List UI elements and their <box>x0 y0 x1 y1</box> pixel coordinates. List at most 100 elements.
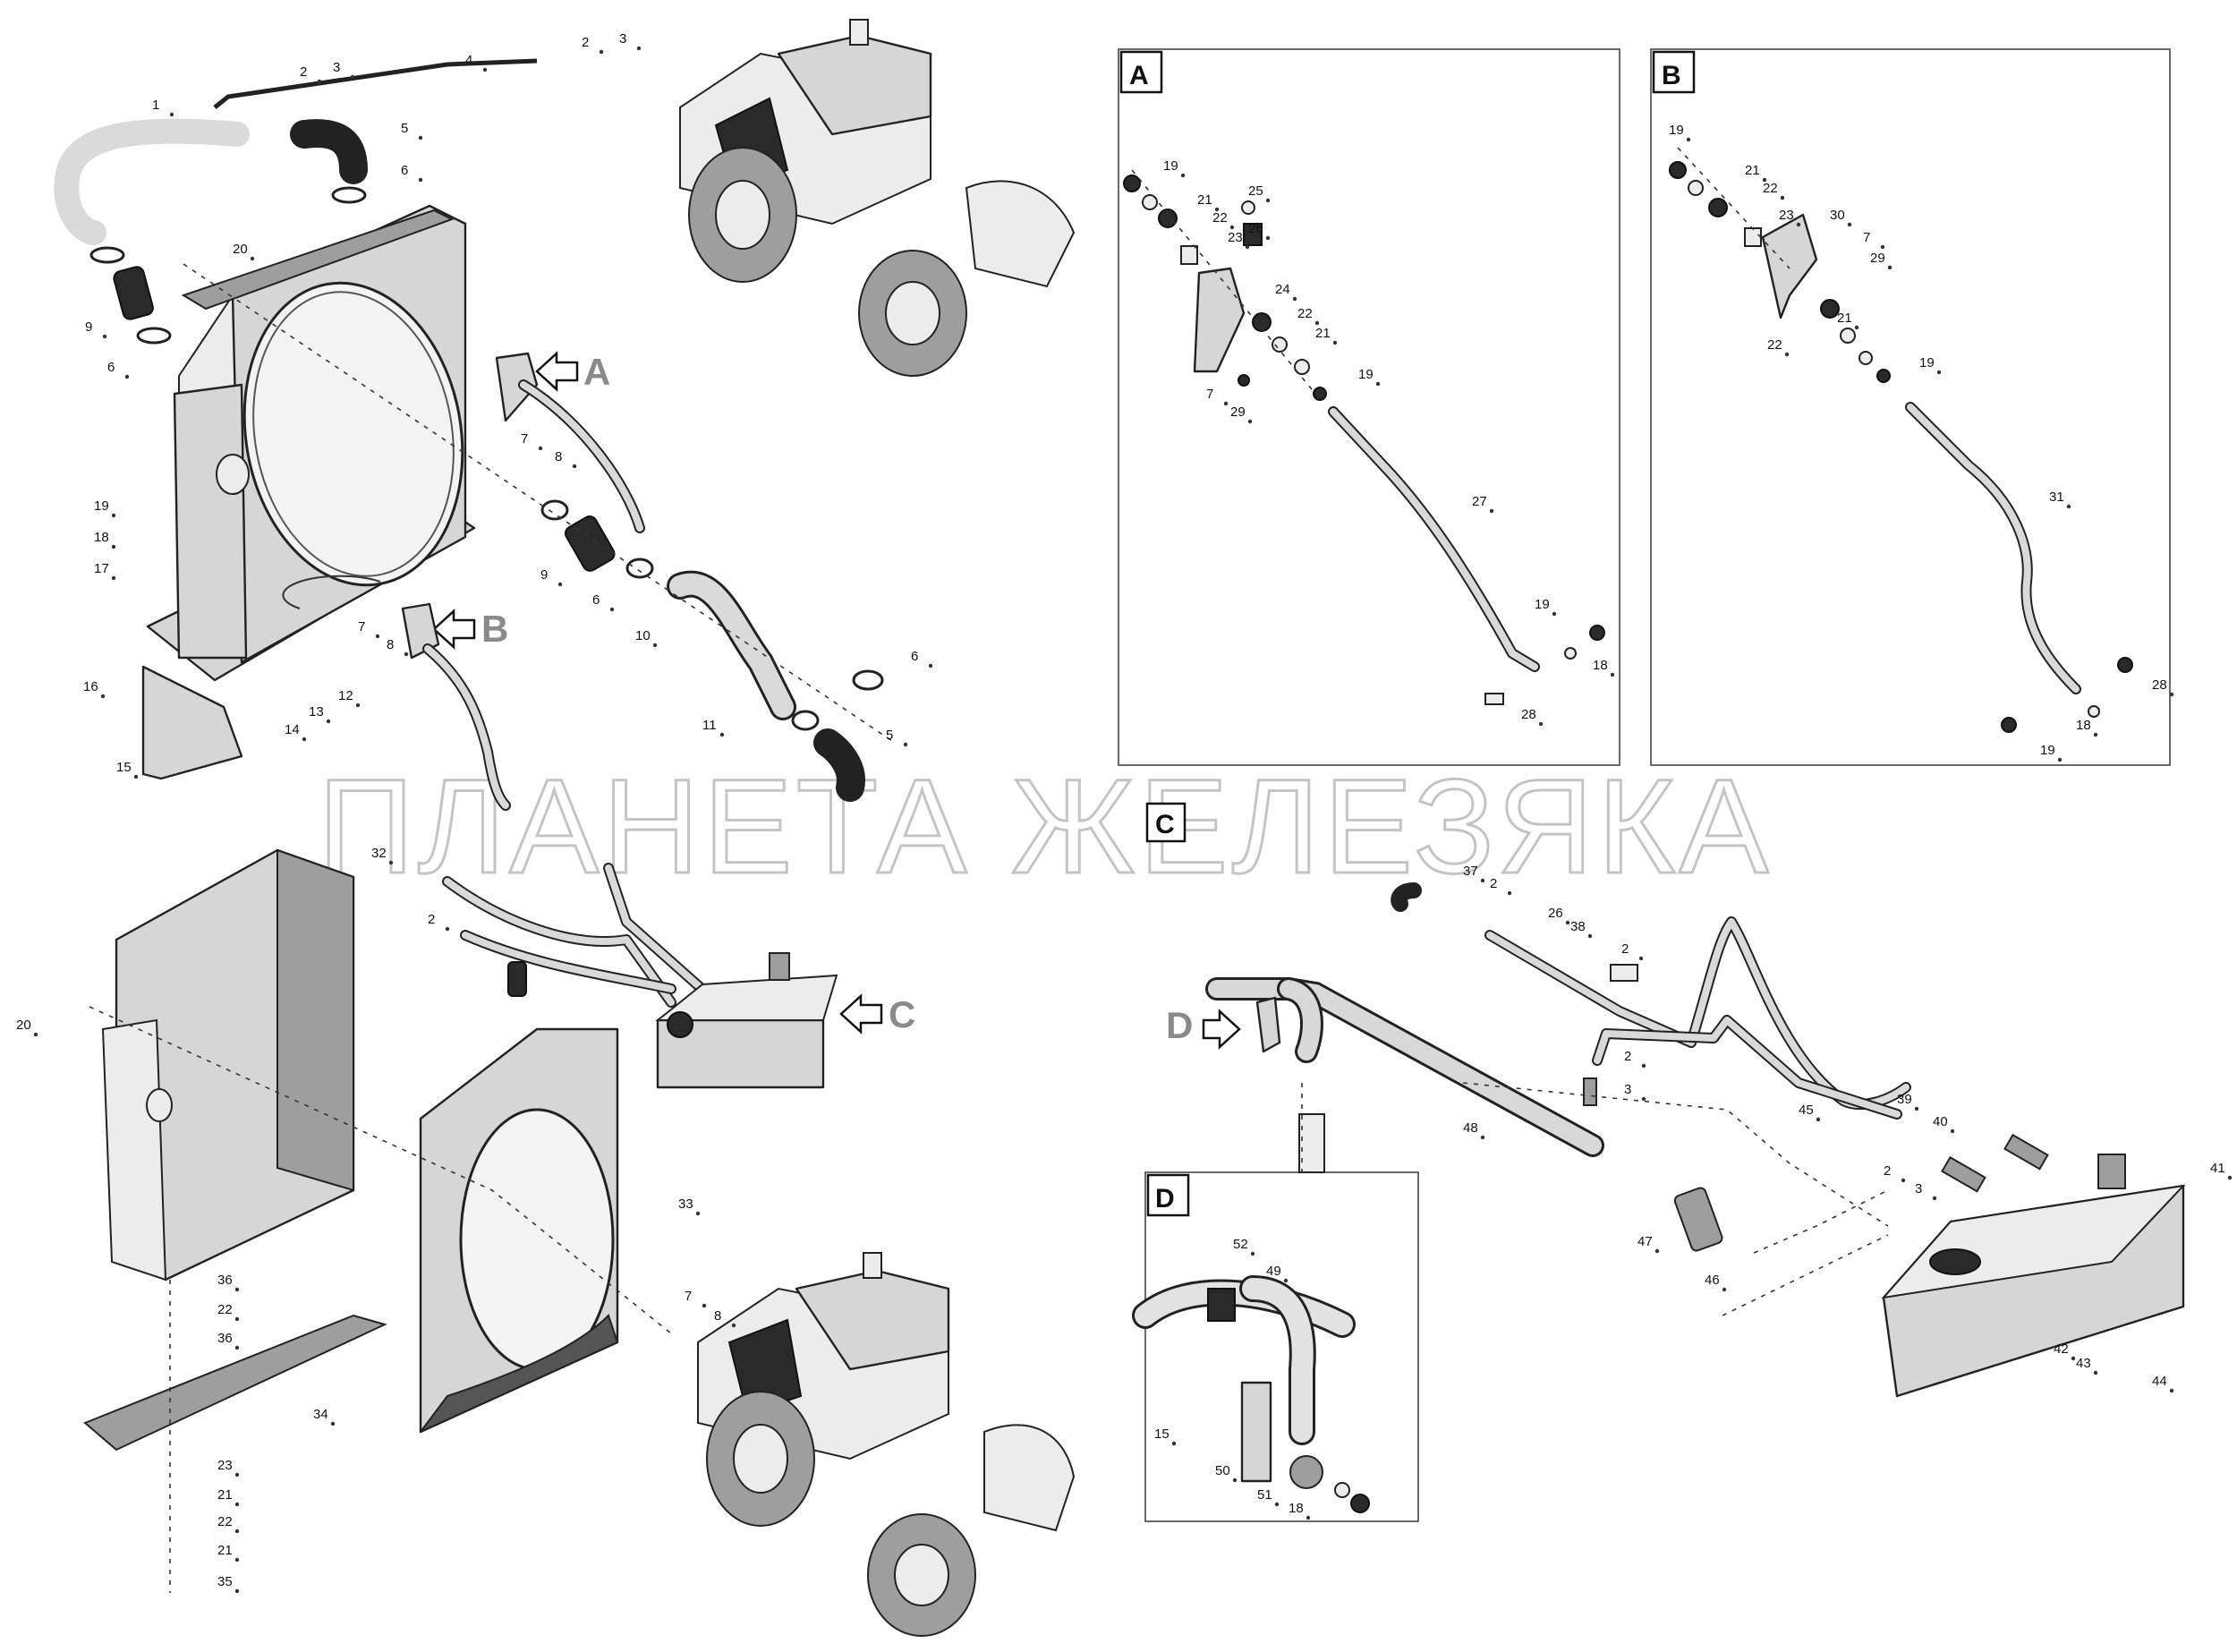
callout-main-lower-10: 23 <box>217 1458 233 1473</box>
callout-dot-main-upper-19 <box>111 513 116 518</box>
callout-dot-main-upper-17 <box>719 732 725 737</box>
detail-label-b: B <box>1652 50 1696 94</box>
callout-main-upper-17: 11 <box>702 718 717 733</box>
callout-main-upper-23: 8 <box>387 637 394 652</box>
callout-dot-main-upper-8 <box>102 334 107 339</box>
callout-dot-detail-a-7 <box>1314 320 1320 326</box>
callout-dot-line-c-2 <box>1565 920 1570 925</box>
callout-dot-main-lower-14 <box>234 1588 240 1594</box>
bracket-b-tube <box>401 602 511 811</box>
callout-dot-main-upper-20 <box>111 544 116 549</box>
callout-detail-a-0: 19 <box>1163 158 1178 174</box>
callout-dot-detail-a-3 <box>1245 244 1250 250</box>
callout-main-upper-18: 5 <box>886 728 893 743</box>
callout-main-upper-24: 16 <box>83 679 98 694</box>
svg-text:B: B <box>1662 61 1681 90</box>
callout-detail-a-11: 29 <box>1230 404 1246 420</box>
callout-detail-a-4: 25 <box>1248 183 1263 199</box>
callout-dot-line-c-6 <box>1641 1096 1646 1102</box>
callout-dot-main-upper-12 <box>572 464 577 469</box>
callout-dot-detail-a-12 <box>1489 508 1494 514</box>
callout-detail-d-2: 15 <box>1154 1426 1170 1442</box>
callout-main-lower-0: 32 <box>371 846 387 861</box>
callout-dot-main-lower-1 <box>445 926 450 932</box>
callout-line-c-11: 2 <box>1884 1163 1891 1179</box>
callout-main-upper-2: 3 <box>333 60 340 75</box>
callout-dot-detail-a-11 <box>1247 419 1253 424</box>
callout-dot-line-c-16 <box>2071 1356 2076 1361</box>
detail-frame-a <box>1118 48 1620 766</box>
callout-main-lower-13: 21 <box>217 1543 233 1558</box>
callout-detail-b-0: 19 <box>1669 123 1684 138</box>
callout-dot-line-c-17 <box>2093 1370 2098 1375</box>
callout-detail-b-9: 19 <box>1919 355 1935 370</box>
line-c-parts <box>1205 882 2186 1398</box>
callout-detail-b-7: 22 <box>1767 337 1782 353</box>
callout-dot-main-upper-0 <box>169 112 174 117</box>
callout-dot-detail-b-8 <box>1854 325 1859 330</box>
callout-main-lower-14: 35 <box>217 1574 233 1589</box>
callout-detail-b-2: 22 <box>1763 181 1778 196</box>
callout-dot-main-upper-23 <box>404 651 409 657</box>
detail-a-parts <box>1123 175 1605 705</box>
svg-text:C: C <box>889 993 915 1035</box>
callout-dot-detail-a-4 <box>1265 198 1271 203</box>
callout-main-upper-26: 13 <box>309 704 324 720</box>
callout-detail-a-13: 19 <box>1535 597 1550 612</box>
callout-line-c-6: 3 <box>1624 1082 1631 1097</box>
callout-dot-main-upper-11 <box>538 446 543 451</box>
callout-dot-line-c-8 <box>1480 1135 1485 1140</box>
callout-main-lower-8: 36 <box>217 1331 233 1346</box>
callout-main-upper-9: 6 <box>107 360 115 375</box>
callout-dot-detail-d-0 <box>1250 1251 1255 1256</box>
callout-dot-main-lower-3 <box>695 1211 701 1216</box>
callout-dot-detail-b-10 <box>2066 504 2071 509</box>
callout-detail-d-0: 52 <box>1233 1237 1248 1252</box>
callout-detail-a-7: 22 <box>1297 306 1313 321</box>
callout-dot-detail-a-0 <box>1180 173 1186 178</box>
callout-dot-detail-a-10 <box>1223 401 1229 406</box>
callout-line-c-7: 45 <box>1799 1103 1814 1118</box>
callout-line-c-3: 38 <box>1570 919 1586 934</box>
callout-dot-detail-d-1 <box>1283 1278 1289 1283</box>
callout-detail-a-2: 22 <box>1212 210 1228 226</box>
callout-dot-main-lower-7 <box>234 1316 240 1322</box>
callout-detail-d-3: 50 <box>1215 1463 1230 1478</box>
callout-main-lower-5: 8 <box>714 1308 721 1324</box>
callout-detail-a-14: 18 <box>1593 658 1608 673</box>
view-arrow-d: D <box>1166 1004 1241 1050</box>
callout-main-lower-4: 7 <box>685 1289 692 1304</box>
callout-dot-line-c-18 <box>2169 1388 2174 1393</box>
callout-detail-d-1: 49 <box>1266 1264 1281 1279</box>
callout-dot-main-upper-18 <box>903 742 908 747</box>
callout-main-upper-1: 2 <box>300 64 307 80</box>
callout-dot-main-upper-4 <box>599 49 604 55</box>
callout-dot-detail-a-6 <box>1292 296 1297 302</box>
callout-line-c-0: 37 <box>1463 864 1478 879</box>
callout-main-upper-25: 14 <box>285 722 300 737</box>
callout-dot-main-upper-25 <box>302 737 307 742</box>
callout-main-upper-27: 12 <box>338 688 353 703</box>
callout-dot-main-lower-5 <box>731 1323 736 1328</box>
tractor-preview-bottom <box>697 1252 1076 1637</box>
detail-d-parts <box>1132 1275 1370 1513</box>
callout-dot-line-c-11 <box>1901 1178 1906 1183</box>
callout-dot-main-upper-21 <box>111 575 116 581</box>
callout-main-upper-7: 6 <box>401 163 408 178</box>
svg-text:D: D <box>1155 1184 1175 1213</box>
callout-detail-b-3: 23 <box>1779 208 1794 223</box>
callout-detail-b-5: 7 <box>1863 230 1870 245</box>
callout-dot-main-upper-2 <box>350 74 355 80</box>
upper-radiator-assembly <box>146 204 476 682</box>
mount-plate-34 <box>83 1314 387 1452</box>
callout-dot-detail-b-9 <box>1936 370 1942 375</box>
callout-detail-b-11: 28 <box>2152 677 2167 693</box>
callout-dot-main-upper-28 <box>133 774 139 779</box>
detail-label-c: C <box>1145 802 1187 843</box>
callout-dot-main-upper-22 <box>375 634 380 639</box>
callout-detail-a-9: 19 <box>1358 367 1374 382</box>
callout-dot-main-lower-10 <box>234 1472 240 1477</box>
callout-dot-detail-b-1 <box>1762 177 1767 183</box>
detail-frame-d <box>1144 1171 1419 1522</box>
callout-detail-b-1: 21 <box>1745 163 1760 178</box>
